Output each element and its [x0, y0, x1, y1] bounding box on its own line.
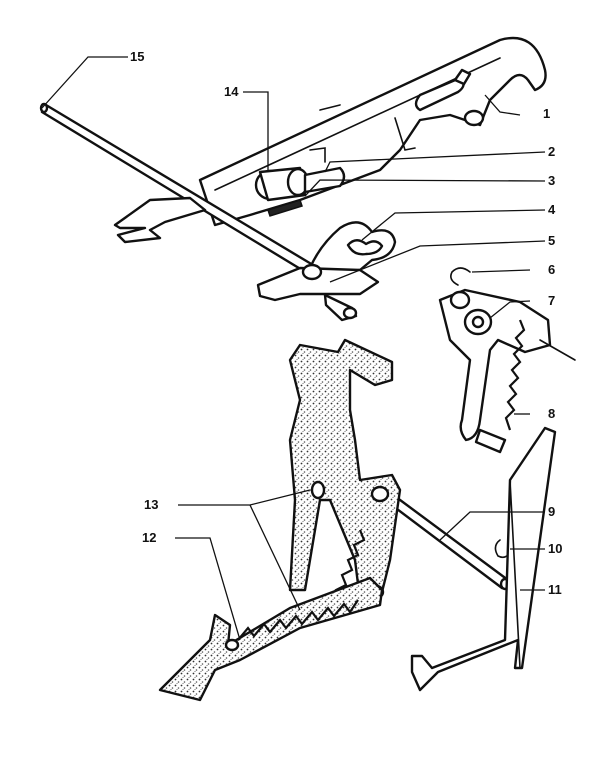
callout-3: 3: [548, 173, 555, 188]
callout-14: 15: [130, 49, 144, 64]
callout-1: 1: [543, 106, 550, 121]
part-9-link-rod: [383, 492, 511, 591]
part-6-clip: [450, 267, 471, 286]
callout-11: 11: [548, 582, 562, 597]
callout-7: 7: [548, 293, 555, 308]
part-1-bracket-plate: [198, 36, 547, 227]
part-4-loop-lever: [308, 221, 397, 274]
callout-labels: 15 14 1 2 3 4 5 6 7 8 9 10 11 12 13: [130, 49, 562, 597]
leader-lines: [41, 56, 546, 641]
part-3-pin: [267, 199, 303, 217]
callout-2: 2: [548, 144, 555, 159]
part-13-frame-lever: [288, 338, 402, 621]
callout-10: 10: [548, 541, 562, 556]
part-5-base-lever: [256, 263, 380, 322]
part-12-trip-arm: [158, 576, 384, 702]
callout-4: 4: [548, 202, 556, 217]
callout-9: 9: [548, 504, 555, 519]
callout-12: 12: [142, 530, 156, 545]
part-8-spring: [474, 319, 526, 454]
callout-6: 6: [548, 262, 555, 277]
part-15-roller: [254, 166, 310, 202]
callout-5: 5: [548, 233, 555, 248]
callout-13: 13: [144, 497, 158, 512]
callout-15: 14: [224, 84, 239, 99]
callout-8: 8: [548, 406, 555, 421]
part-14-long-rod: [39, 102, 320, 278]
part-11-upright-plate: [410, 426, 557, 692]
